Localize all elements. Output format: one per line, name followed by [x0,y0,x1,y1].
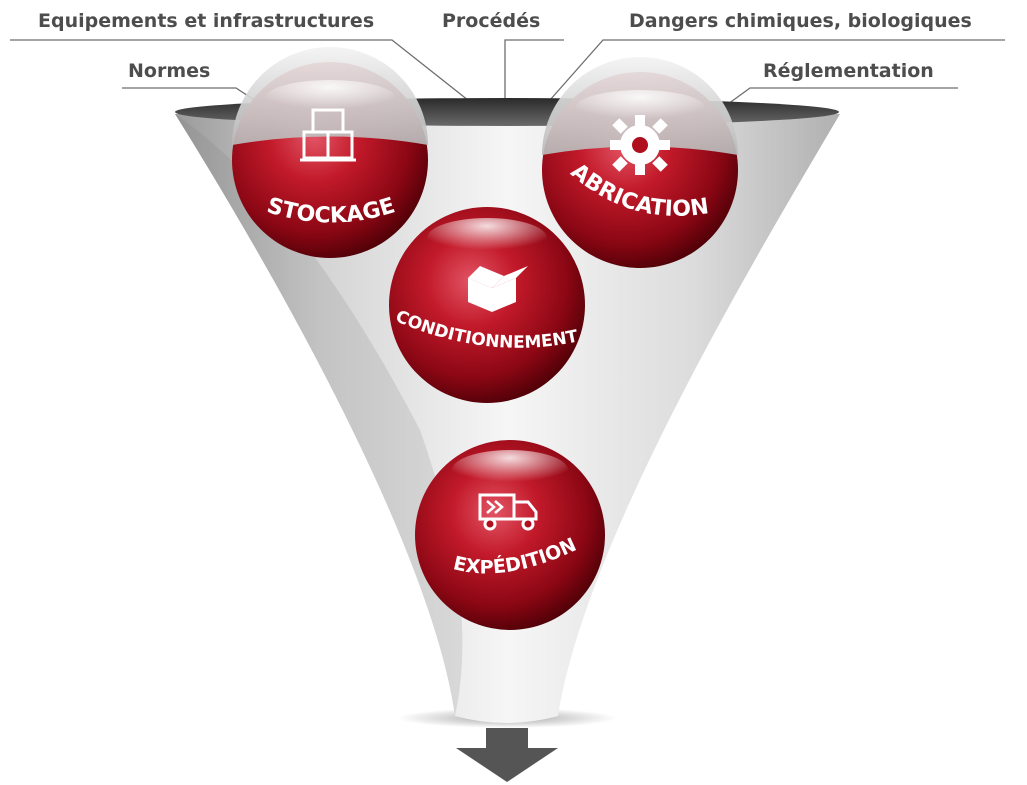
funnel-body-shading [175,114,463,716]
pallet-boxes-icon [300,108,356,162]
sphere-stockage: STOCKAGE [232,47,428,258]
label-normes: Normes [128,60,211,82]
label-leader-lines [10,39,1005,109]
gear-icon [610,115,670,175]
delivery-truck-icon [478,493,538,531]
funnel-body [175,114,840,723]
sphere-conditionnement: CONDITIONNEMENT [389,207,585,403]
label-procedes: Procédés [442,10,541,32]
label-equipements: Equipements et infrastructures [38,10,375,32]
label-reglementation: Réglementation [763,60,934,82]
sphere-expedition: EXPÉDITION [415,440,605,630]
open-box-icon [468,266,528,312]
label-dangers: Dangers chimiques, biologiques [629,10,972,32]
output-arrow-icon [456,728,558,782]
